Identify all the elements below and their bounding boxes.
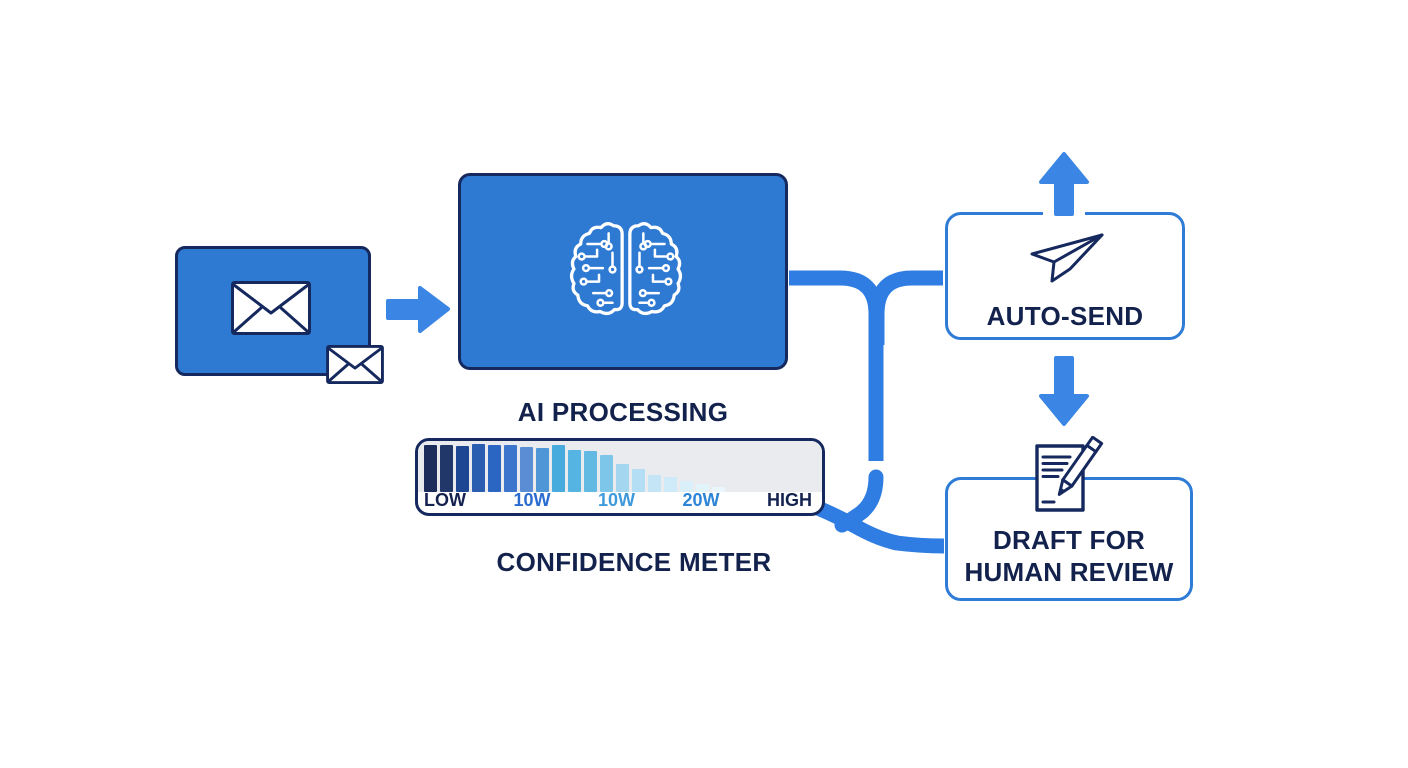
envelope-icon xyxy=(231,281,311,335)
connector-ai-to-branch xyxy=(789,270,884,461)
draft-label-line1: DRAFT FOR xyxy=(993,525,1145,555)
confidence-bar xyxy=(664,477,677,492)
envelope-small-icon xyxy=(326,345,384,384)
ai-processing-card xyxy=(458,173,788,370)
draft-label-line2: HUMAN REVIEW xyxy=(964,557,1174,587)
confidence-bar xyxy=(440,445,453,492)
confidence-bar xyxy=(696,484,709,492)
meter-scale-label: 20W xyxy=(682,490,720,510)
meter-scale-labels: LOW 10W 10W 20W HIGH xyxy=(418,490,822,513)
confidence-bar xyxy=(680,481,693,492)
confidence-bar xyxy=(472,444,485,492)
confidence-bar xyxy=(568,450,581,492)
confidence-bar xyxy=(504,445,517,492)
connector-meter-to-draft xyxy=(795,492,945,554)
confidence-bar xyxy=(600,455,613,492)
auto-send-card: AUTO-SEND xyxy=(945,212,1185,340)
confidence-bar xyxy=(552,445,565,492)
auto-send-label: AUTO-SEND xyxy=(986,301,1144,331)
confidence-bar xyxy=(456,446,469,492)
confidence-bar xyxy=(584,451,597,492)
meter-scale-label: 10W xyxy=(513,490,551,510)
confidence-bar xyxy=(632,469,645,492)
confidence-bar xyxy=(712,487,725,492)
confidence-bar xyxy=(536,448,549,492)
meter-scale-label: LOW xyxy=(424,490,466,510)
brain-circuit-icon xyxy=(569,222,683,316)
meter-scale-label: 10W xyxy=(597,490,635,510)
document-pencil-icon xyxy=(1035,436,1104,512)
ai-processing-label: AI PROCESSING xyxy=(517,397,729,427)
paper-plane-icon xyxy=(1030,233,1104,283)
confidence-bar xyxy=(488,445,501,492)
confidence-bar xyxy=(424,445,437,492)
confidence-meter: LOW 10W 10W 20W HIGH xyxy=(415,438,825,516)
flow-arrow-right-icon xyxy=(386,286,450,333)
confidence-bar xyxy=(648,475,661,492)
meter-scale-label: HIGH xyxy=(766,490,812,510)
draft-label: DRAFT FOR HUMAN REVIEW xyxy=(948,524,1190,588)
confidence-meter-label: CONFIDENCE METER xyxy=(496,547,772,577)
connector-branch-to-autosend xyxy=(869,270,943,345)
confidence-bars xyxy=(424,444,725,492)
confidence-bar xyxy=(616,464,629,492)
confidence-bar xyxy=(520,447,533,492)
